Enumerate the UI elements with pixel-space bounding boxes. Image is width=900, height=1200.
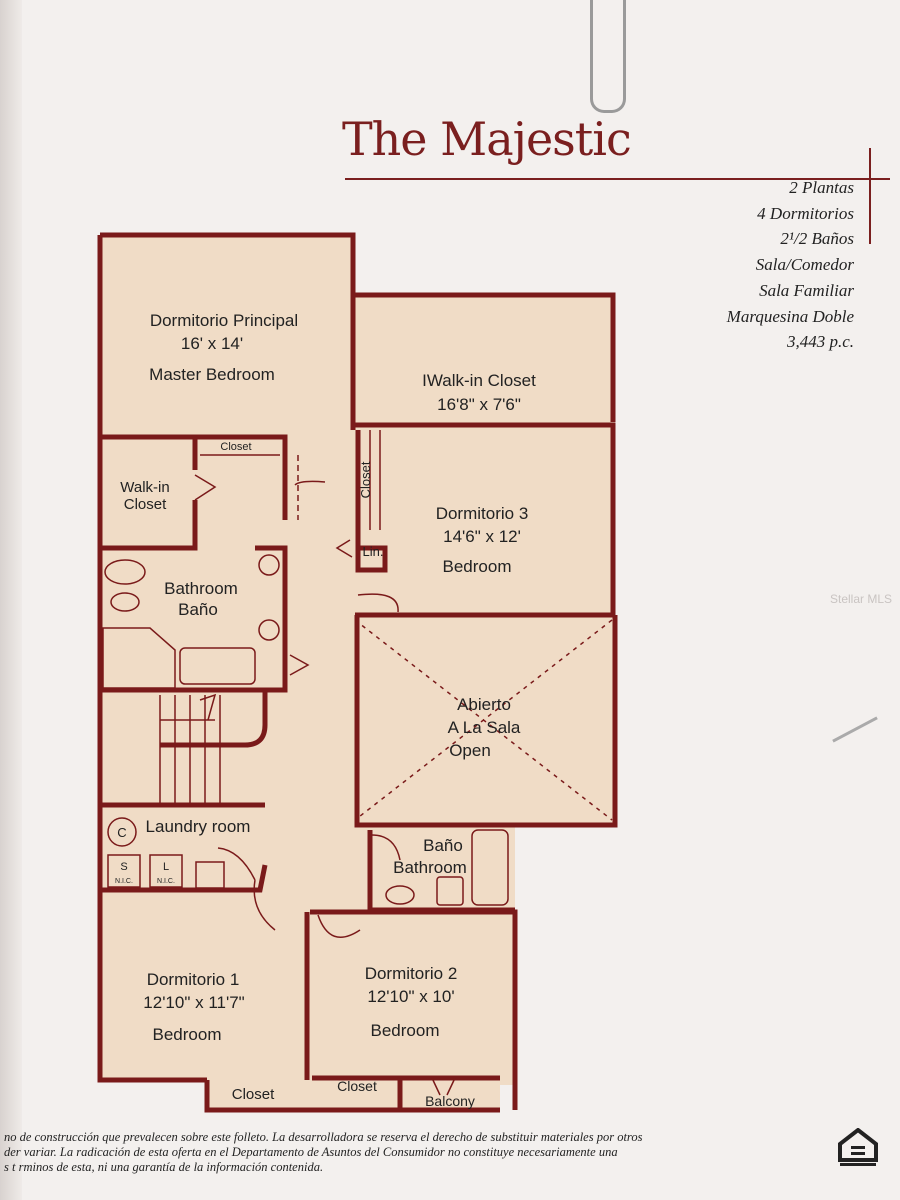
title-vertical-rule (869, 148, 871, 244)
title-rule (345, 178, 890, 180)
dorm1-size: 12'10" x 11'7" (143, 993, 244, 1012)
linen-label: Lin. (363, 544, 384, 559)
balcony-label: Balcony (425, 1093, 475, 1109)
paper-edge (0, 0, 22, 1200)
walls (97, 232, 618, 1113)
washer-letter: S (120, 861, 127, 873)
feature-item: 2¹/2 Baños (780, 229, 854, 249)
walk-in-closet-small-line2: Closet (124, 496, 167, 513)
walk-in-closet-size: 16'8" x 7'6" (437, 395, 521, 414)
feature-item: 2 Plantas (789, 178, 854, 197)
feature-item: Sala Familiar (759, 280, 854, 300)
watermark: Stellar MLS (830, 592, 893, 606)
dorm3-size: 14'6" x 12' (443, 527, 521, 546)
master-bedroom-name: Dormitorio Principal (150, 311, 298, 330)
master-bath-es: Baño (178, 600, 218, 619)
feature-item: Marquesina Doble (726, 306, 854, 326)
feature-item: 3,443 p.c. (786, 332, 854, 352)
dorm1-name: Dormitorio 1 (147, 970, 240, 989)
master-bedroom-size: 16' x 14' (181, 334, 243, 353)
floor-fill (100, 235, 615, 1110)
disclaimer-line: s t rminos de esta, ni una garantía de l… (4, 1160, 324, 1174)
feature-list: 2 Plantas 4 Dormitorios 2¹/2 Baños Sala/… (727, 175, 854, 355)
washer-note: N.I.C. (115, 878, 133, 885)
dryer-letter: L (163, 861, 169, 873)
dorm3-name: Dormitorio 3 (436, 504, 529, 523)
dorm1-closet-label: Closet (232, 1086, 275, 1103)
open-area-label: Open (449, 741, 491, 760)
hall-closet-label: Closet (358, 461, 373, 498)
master-closet-label: Closet (220, 441, 251, 453)
laundry-room-label: Laundry room (146, 817, 251, 836)
walk-in-closet-small-line1: Walk-in (120, 479, 169, 496)
master-bedroom-label: Master Bedroom (149, 365, 275, 384)
dorm2-closet-label: Closet (337, 1078, 377, 1094)
open-area-line2: A La Sala (448, 718, 521, 737)
feature-item: Sala/Comedor (755, 255, 854, 275)
dorm2-size: 12'10" x 10' (367, 987, 454, 1006)
fixtures (102, 430, 613, 1096)
master-bath-en: Bathroom (164, 579, 238, 598)
dorm3-label: Bedroom (443, 557, 512, 576)
disclaimer-line: no de construcción que prevalecen sobre … (4, 1130, 643, 1144)
hall-bath-es: Baño (423, 836, 463, 855)
walk-in-closet-name: IWalk-in Closet (422, 371, 536, 390)
feature-item: 4 Dormitorios (757, 203, 854, 223)
plan-title: The Majestic (342, 112, 632, 166)
dorm1-label: Bedroom (153, 1025, 222, 1044)
dryer-note: N.I.C. (157, 878, 175, 885)
dorm2-label: Bedroom (371, 1021, 440, 1040)
paper-clip (590, 0, 626, 113)
disclaimer-line: der variar. La radicación de esta oferta… (4, 1145, 618, 1159)
open-area-name: Abierto (457, 695, 511, 714)
disclaimer: no de construcción que prevalecen sobre … (4, 1130, 642, 1175)
hall-bath-en: Bathroom (393, 858, 467, 877)
dorm2-name: Dormitorio 2 (365, 964, 458, 983)
c-label: C (117, 825, 126, 840)
equal-housing-icon (838, 1128, 878, 1166)
